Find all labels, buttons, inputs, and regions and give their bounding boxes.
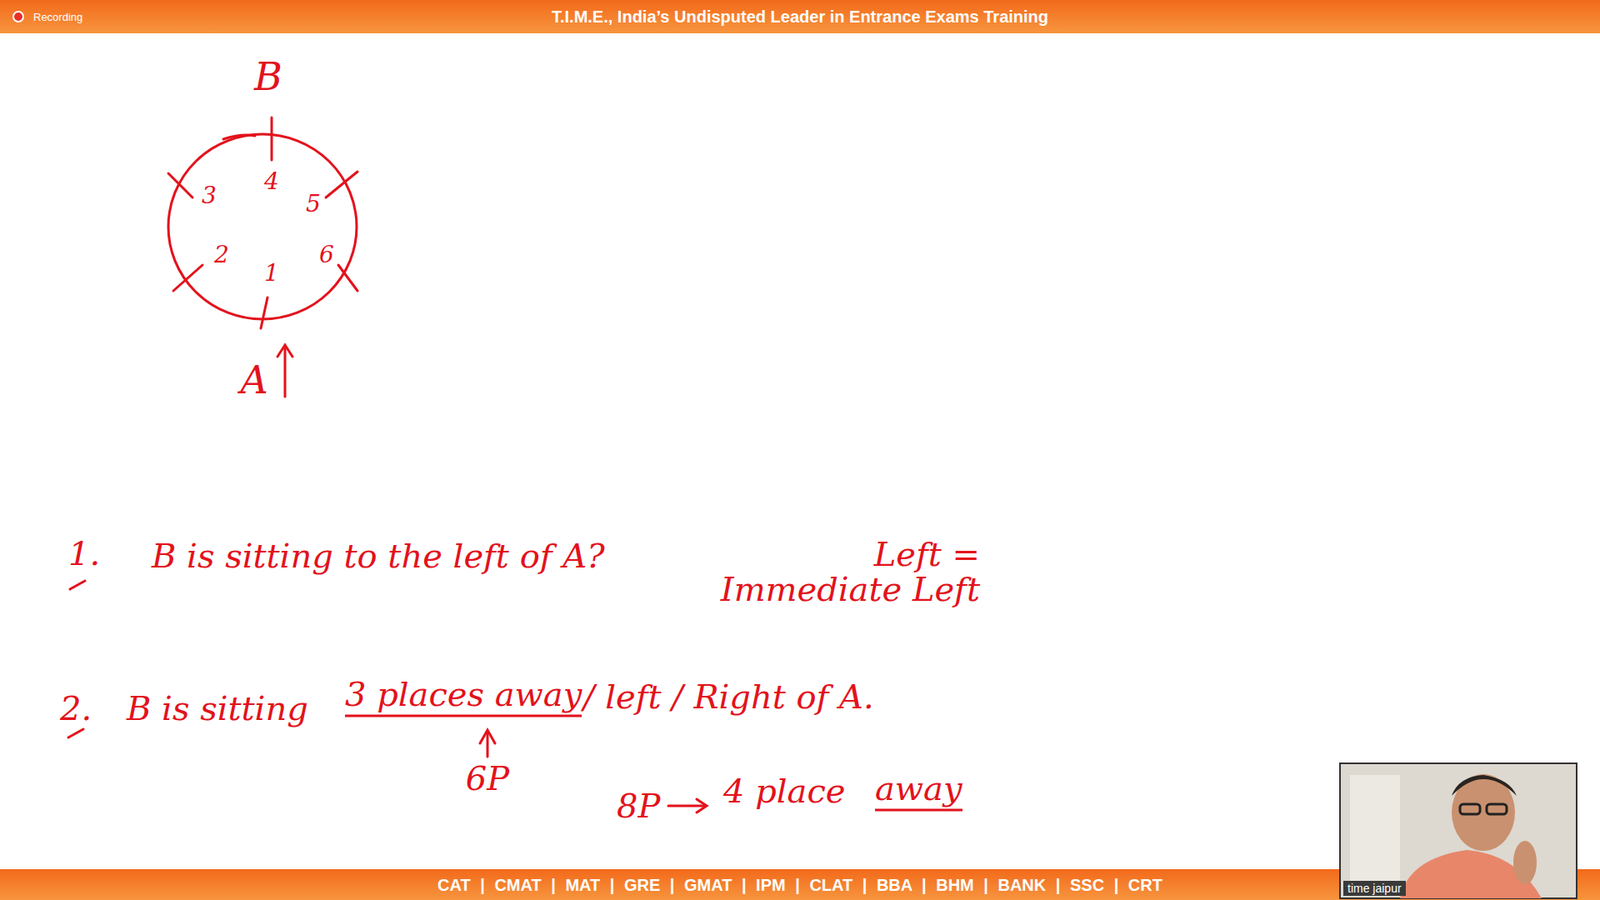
underlined-text: away <box>875 770 963 812</box>
seat-number: 2 <box>214 243 230 267</box>
circle-outline <box>166 132 359 321</box>
webcam-tile <box>1340 763 1577 899</box>
status-text: Recording <box>33 10 83 24</box>
seat-number: 5 <box>305 192 321 216</box>
seat-label: A <box>240 360 268 400</box>
seat-number: 3 <box>201 184 217 208</box>
participant-name: time jaipur <box>1343 880 1406 896</box>
seat-number: 6 <box>319 243 335 267</box>
seat-label: B <box>254 56 283 97</box>
seat-number: 4 <box>264 170 280 194</box>
note-text: / left / Right of A. <box>583 679 875 715</box>
note-text: B is sitting to the left of A? <box>151 538 605 574</box>
seat-number: 1 <box>264 261 280 285</box>
exam-list: CAT | CMAT | MAT | GRE | GMAT | IPM | CL… <box>437 875 1163 895</box>
note-text: 6P <box>465 760 510 796</box>
seating-circle: 3 4 5 2 1 6 <box>166 132 359 321</box>
record-dot <box>13 11 24 22</box>
note-text: 8P <box>616 788 660 824</box>
note-text: B is sitting <box>126 690 309 726</box>
item-number: 1. <box>68 535 100 571</box>
item-number: 2. <box>60 690 92 726</box>
header-title: T.I.M.E., India’s Undisputed Leader in E… <box>551 7 1049 27</box>
underlined-text: 3 places away <box>345 676 582 718</box>
note-text: Left = Immediate Left <box>696 536 980 607</box>
note-text: 4 place <box>723 773 845 809</box>
